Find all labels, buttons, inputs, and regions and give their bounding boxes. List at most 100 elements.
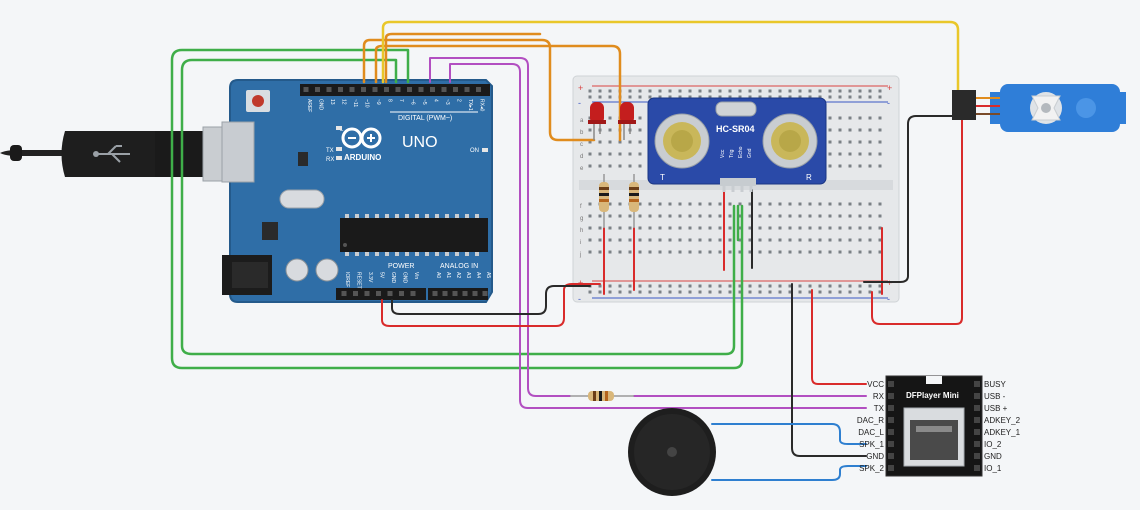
led-icon[interactable] xyxy=(588,102,606,140)
header-hole[interactable] xyxy=(407,87,412,92)
analog-pin-label: A4 xyxy=(475,272,481,278)
wire-black-dfplayer-gnd[interactable] xyxy=(791,283,867,457)
header-hole[interactable] xyxy=(372,87,378,92)
header-hole[interactable] xyxy=(441,87,447,92)
header-hole[interactable] xyxy=(349,87,355,92)
header-hole[interactable] xyxy=(418,87,424,92)
header-hole[interactable] xyxy=(395,87,401,92)
resistor-icon[interactable] xyxy=(629,174,639,228)
analog-pin-label: A1 xyxy=(445,272,451,278)
header-hole[interactable] xyxy=(353,291,358,296)
wire-red-dfplayer-vcc[interactable] xyxy=(811,289,867,385)
header-hole[interactable] xyxy=(410,291,416,296)
pin-header[interactable] xyxy=(974,417,980,423)
pin-header[interactable] xyxy=(974,405,980,411)
pin-header[interactable] xyxy=(974,453,980,459)
pin-header[interactable] xyxy=(974,429,980,435)
sensor-t-mark: T xyxy=(660,173,665,182)
piezo-speaker-icon[interactable] xyxy=(628,408,716,496)
header-hole[interactable] xyxy=(482,291,488,296)
dfplayer-left-pin-label: DAC_L xyxy=(858,428,884,437)
led-icon[interactable] xyxy=(618,102,636,140)
dfplayer-left-pin-label: SPK_1 xyxy=(859,440,884,449)
resistor-icon[interactable] xyxy=(599,174,609,228)
header-hole[interactable] xyxy=(432,291,438,296)
header-hole[interactable] xyxy=(452,291,458,296)
header-hole[interactable] xyxy=(326,87,332,92)
arduino-wordmark: ARDUINO xyxy=(344,153,381,162)
rail-plus-tr: + xyxy=(887,83,892,93)
header-hole[interactable] xyxy=(303,87,309,92)
dfplayer-right-pin-label: IO_1 xyxy=(984,464,1002,473)
servo-connector xyxy=(952,90,976,120)
pin-header[interactable] xyxy=(888,441,894,447)
row-letter: e xyxy=(580,166,584,172)
wire-black-gnd[interactable] xyxy=(391,285,591,315)
header-hole[interactable] xyxy=(315,87,320,92)
digital-pin-label: ~11 xyxy=(352,99,358,107)
header-hole[interactable] xyxy=(384,87,389,92)
header-hole[interactable] xyxy=(430,87,435,92)
header-hole[interactable] xyxy=(462,291,468,296)
header-hole[interactable] xyxy=(387,291,393,296)
crystal xyxy=(279,189,325,209)
resistor-icon[interactable] xyxy=(570,391,634,401)
pin-header[interactable] xyxy=(888,453,894,459)
tx-led-label: TX xyxy=(326,148,334,154)
dfplayer-mini-module[interactable]: DFPlayer Mini VCCRXTXDAC_RDAC_LSPK_1GNDS… xyxy=(857,375,1021,477)
pin-header[interactable] xyxy=(888,405,894,411)
pin-header[interactable] xyxy=(888,429,894,435)
header-hole[interactable] xyxy=(399,291,404,296)
header-hole[interactable] xyxy=(453,87,458,92)
wire-magenta-tx[interactable] xyxy=(449,63,867,409)
dfplayer-pin-headers xyxy=(888,381,980,471)
wire-magenta-rx[interactable] xyxy=(429,57,571,397)
pin-header[interactable] xyxy=(888,417,894,423)
wire-red-servo[interactable] xyxy=(871,109,963,325)
header-hole[interactable] xyxy=(361,87,366,92)
wire-orange-led1[interactable] xyxy=(362,38,596,142)
wire-orange-trig[interactable] xyxy=(384,32,542,84)
servo-motor-icon[interactable] xyxy=(952,84,1126,132)
header-hole[interactable] xyxy=(341,291,347,296)
header-hole[interactable] xyxy=(442,291,448,296)
pin-header[interactable] xyxy=(974,381,980,387)
wire-green-inner[interactable] xyxy=(180,58,736,356)
pin-header[interactable] xyxy=(974,393,980,399)
digital-pin-label: GND xyxy=(318,99,324,111)
pin-header[interactable] xyxy=(974,441,980,447)
header-hole[interactable] xyxy=(364,291,370,296)
wire-blue-spk1[interactable] xyxy=(711,423,867,445)
dfplayer-title: DFPlayer Mini xyxy=(906,391,959,400)
wire-orange-led2[interactable] xyxy=(374,44,622,142)
pin-header[interactable] xyxy=(888,381,894,387)
header-hole[interactable] xyxy=(476,87,481,92)
wire-yellow-servo[interactable] xyxy=(381,20,960,94)
pin-header[interactable] xyxy=(974,465,980,471)
header-hole[interactable] xyxy=(464,87,470,92)
row-letter: j xyxy=(579,252,581,258)
pin-header[interactable] xyxy=(888,465,894,471)
header-hole[interactable] xyxy=(376,291,381,296)
row-letter: g xyxy=(580,216,583,222)
header-hole[interactable] xyxy=(338,87,343,92)
digital-header-label: DIGITAL (PWM~) xyxy=(398,115,452,122)
power-pin-label: GND xyxy=(402,272,408,284)
analog-pin-label: A5 xyxy=(485,272,491,278)
pin-header[interactable] xyxy=(888,393,894,399)
dfplayer-right-pin-label: USB - xyxy=(984,392,1006,401)
digital-pin-label: 2 xyxy=(456,99,462,102)
wire-blue-spk2[interactable] xyxy=(711,465,867,481)
wire-black-servo[interactable] xyxy=(863,115,953,283)
rail-minus-tl: - xyxy=(578,98,581,108)
row-letter: a xyxy=(580,118,584,124)
sensor-pin-label: Echo xyxy=(738,146,744,158)
wire-green-outer[interactable] xyxy=(170,48,744,370)
header-hole[interactable] xyxy=(472,291,478,296)
